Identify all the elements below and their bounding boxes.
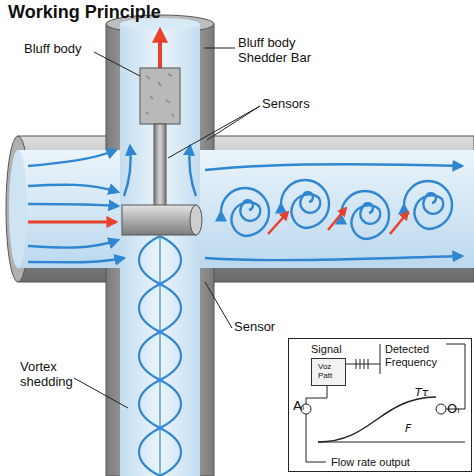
- box-text: Aᵢ: [293, 399, 313, 414]
- signal-line: [306, 385, 327, 404]
- flow-arrow: [28, 150, 116, 166]
- box-text: F: [405, 423, 419, 436]
- pulse-ticks: [356, 359, 368, 369]
- signal-box: Signal Detected FrequencyAᵢ TτF OᵢFlow rate…: [288, 338, 472, 472]
- fluid: [9, 150, 27, 268]
- box-text: Tτ: [415, 387, 439, 400]
- vortex: [281, 180, 329, 228]
- fluid: [18, 150, 474, 268]
- vortex: [221, 188, 269, 236]
- output-line: [446, 344, 465, 409]
- title: Working Principle: [8, 2, 161, 23]
- box-text: Flow rate output: [331, 456, 441, 469]
- leader-line: [204, 48, 235, 49]
- box-text: Oᵢ: [447, 402, 471, 417]
- box-text: Voz Patt: [318, 362, 340, 380]
- vortex-arrow: [390, 212, 408, 234]
- vortex-arrow: [328, 208, 346, 230]
- terminal: [436, 404, 446, 414]
- flow-arrow: [124, 146, 131, 196]
- pattern-box: Voz Patt: [311, 358, 346, 386]
- response-curve: [318, 397, 436, 442]
- axis-line: [318, 442, 465, 443]
- leader-line: [207, 106, 260, 140]
- output-line: [306, 414, 326, 462]
- vortex-helix: [139, 236, 181, 476]
- flow-arrow: [205, 164, 462, 170]
- box-text: Detected Frequency: [385, 343, 455, 368]
- part-label: Bluff body: [24, 42, 114, 57]
- flow-arrow: [28, 258, 124, 262]
- signal-line: [380, 344, 381, 374]
- sensor-stem: [154, 124, 166, 208]
- shedder-bar: [122, 205, 196, 235]
- horizontal-pipe: [18, 136, 474, 282]
- fluid: [120, 24, 200, 476]
- leader-line: [205, 282, 232, 328]
- flow-arrow: [189, 146, 196, 196]
- leader-line: [168, 106, 260, 158]
- vertical-pipe: [106, 24, 214, 476]
- center-line: [159, 236, 160, 476]
- flow-arrow: [28, 240, 118, 248]
- shedder-bar-end: [190, 205, 202, 235]
- leader-line: [94, 52, 140, 76]
- flow-arrow: [28, 221, 116, 224]
- vortex-helix: [139, 236, 181, 476]
- vortex: [404, 181, 452, 229]
- texture: [146, 74, 174, 117]
- flow-arrow: [28, 185, 118, 192]
- vortex: [341, 191, 389, 239]
- flow-arrow: [28, 204, 118, 206]
- flow-arrow: [205, 256, 462, 260]
- part-label: Sensors: [262, 97, 342, 112]
- part-label: Sensor: [234, 320, 314, 335]
- signal-line: [344, 364, 380, 365]
- inset-background: [288, 338, 472, 472]
- box-text: Signal: [311, 343, 361, 356]
- part-label: Vortex shedding: [20, 360, 92, 390]
- vortex-arrow: [268, 212, 288, 234]
- leader-line: [74, 378, 128, 408]
- signal-arrow: [158, 30, 162, 70]
- part-label: Bluff body Shedder Bar: [238, 36, 338, 66]
- bluff-body: [140, 68, 180, 124]
